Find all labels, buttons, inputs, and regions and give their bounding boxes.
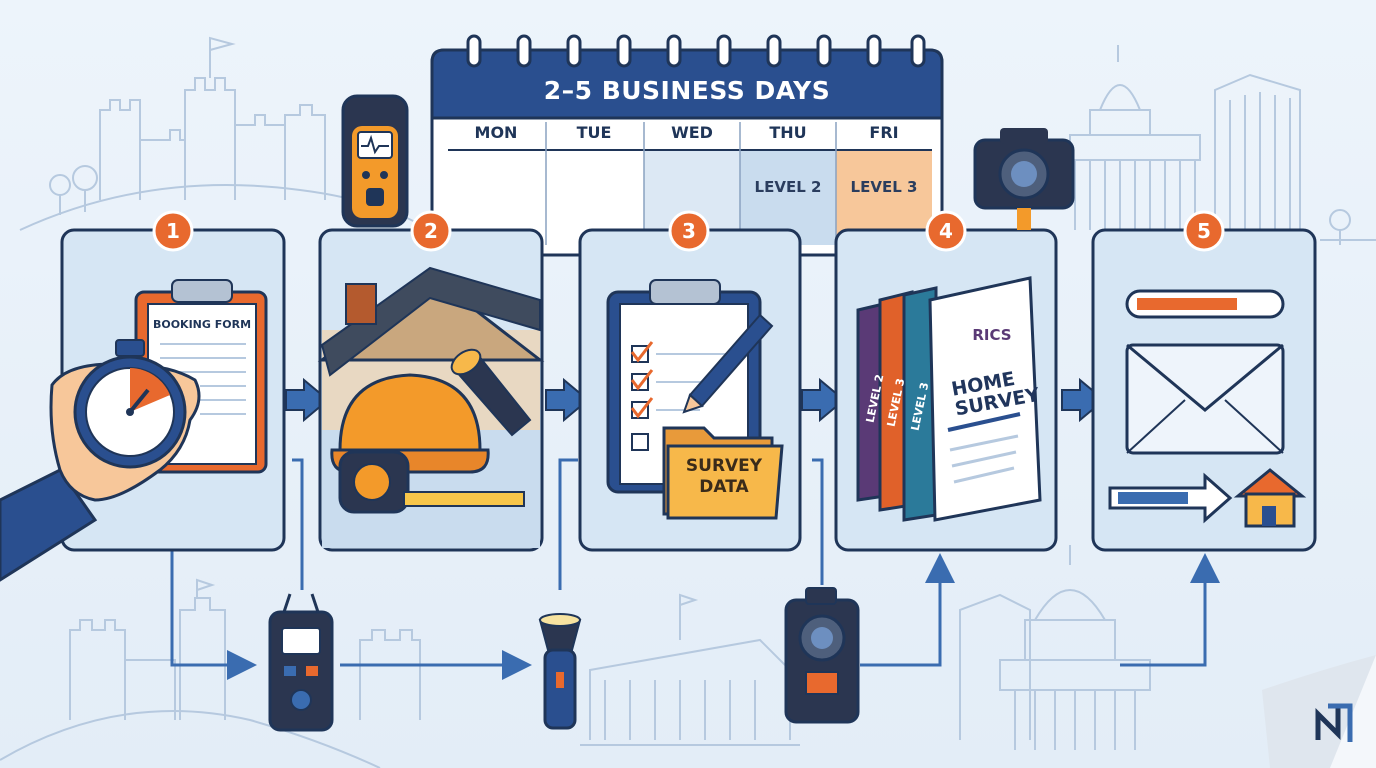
folder-label-line1: SURVEY: [685, 456, 763, 476]
folder-label: SURVEY DATA: [672, 456, 776, 498]
level-3-label: LEVEL 3: [850, 178, 918, 196]
step-number-circle-2: [410, 210, 452, 252]
envelope-icon: [1125, 343, 1285, 455]
day-mon: MON: [474, 123, 518, 142]
camera-bottom-icon: [784, 587, 860, 724]
stopwatch-icon: [73, 339, 187, 469]
step-number-circle-5: [1183, 210, 1225, 252]
step-arrow-3: [801, 377, 846, 423]
flashlight-bottom-icon: [538, 613, 582, 730]
moisture-meter-bottom-icon: [268, 593, 334, 732]
folder-label-line2: DATA: [699, 477, 749, 497]
flashlight-icon: [450, 348, 532, 437]
background-capitol: [1069, 45, 1376, 245]
day-thu: THU: [769, 123, 807, 142]
step-number-circle-1: [152, 210, 194, 252]
flow-connectors: [170, 458, 1220, 680]
calendar: [430, 34, 944, 257]
pen-icon: [682, 313, 774, 414]
tape-measure-icon: [338, 450, 525, 514]
booking-form-label: BOOKING FORM: [152, 318, 252, 331]
day-tue: TUE: [576, 123, 612, 142]
step-arrow-1: [285, 377, 330, 423]
background-castle: [19, 36, 431, 231]
report-brand: RICS: [972, 326, 1012, 344]
background-bottom-buildings: [0, 545, 1151, 768]
logo-icon: [1315, 703, 1353, 742]
camera-icon: [973, 128, 1075, 230]
hard-hat-icon: [330, 373, 490, 474]
transfer-arrow-icon: [1108, 472, 1233, 524]
step-number-4: 4: [939, 219, 953, 243]
progress-bar-icon: [1125, 289, 1285, 319]
day-wed: WED: [671, 123, 713, 142]
step-number-circle-3: [668, 210, 710, 252]
step-number-5: 5: [1197, 219, 1211, 243]
step-arrows: [285, 377, 1106, 423]
day-fri: FRI: [869, 123, 899, 142]
step-number-1: 1: [166, 219, 180, 243]
calendar-title: 2–5 BUSINESS DAYS: [543, 76, 831, 105]
level-2-label: LEVEL 2: [754, 178, 822, 196]
report-books-icon: [856, 276, 1042, 522]
moisture-meter-icon: [341, 94, 409, 228]
step-number-circles: [152, 210, 1225, 252]
step-number-3: 3: [682, 219, 696, 243]
step-number-circle-4: [925, 210, 967, 252]
house-icon: [1233, 468, 1307, 528]
step-arrow-2: [545, 377, 590, 423]
step-number-2: 2: [424, 219, 438, 243]
folder-icon: [662, 426, 784, 520]
